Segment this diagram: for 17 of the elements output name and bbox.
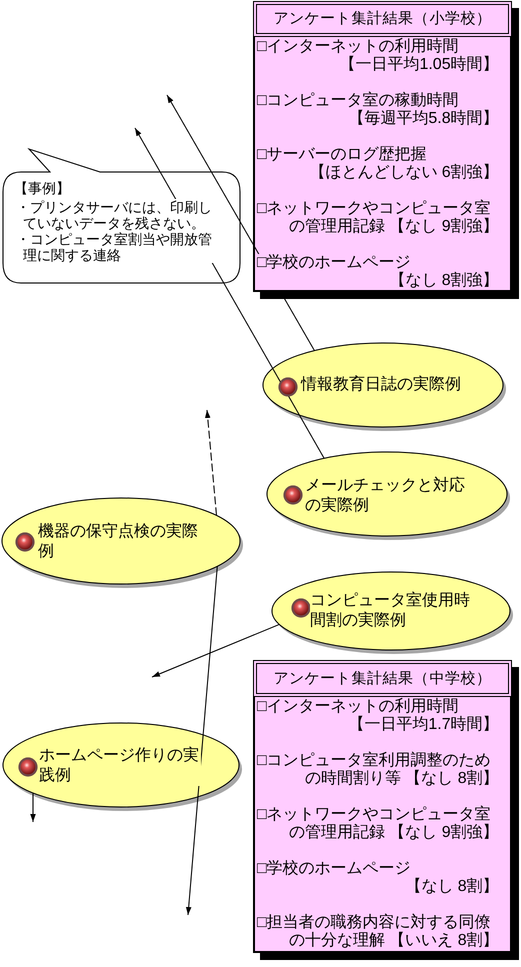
arrow xyxy=(186,566,218,916)
ellipse-label: ホームページ作りの実践例 xyxy=(39,746,201,786)
topic-ellipse xyxy=(2,722,243,812)
survey-panel xyxy=(253,660,519,960)
arrow xyxy=(152,624,280,678)
arrow xyxy=(134,128,325,459)
panel-title: アンケート集計結果（小学校） xyxy=(253,1,512,37)
survey-panel xyxy=(253,1,519,299)
panel-title: アンケート集計結果（中学校） xyxy=(253,660,512,697)
speech-bubble xyxy=(1,146,243,285)
arrow xyxy=(30,792,36,822)
topic-ellipse xyxy=(262,342,507,432)
topic-ellipse xyxy=(271,571,514,655)
arrow xyxy=(204,410,217,516)
topic-ellipse xyxy=(266,451,511,541)
topic-ellipse xyxy=(1,497,244,589)
arrow xyxy=(166,94,315,351)
